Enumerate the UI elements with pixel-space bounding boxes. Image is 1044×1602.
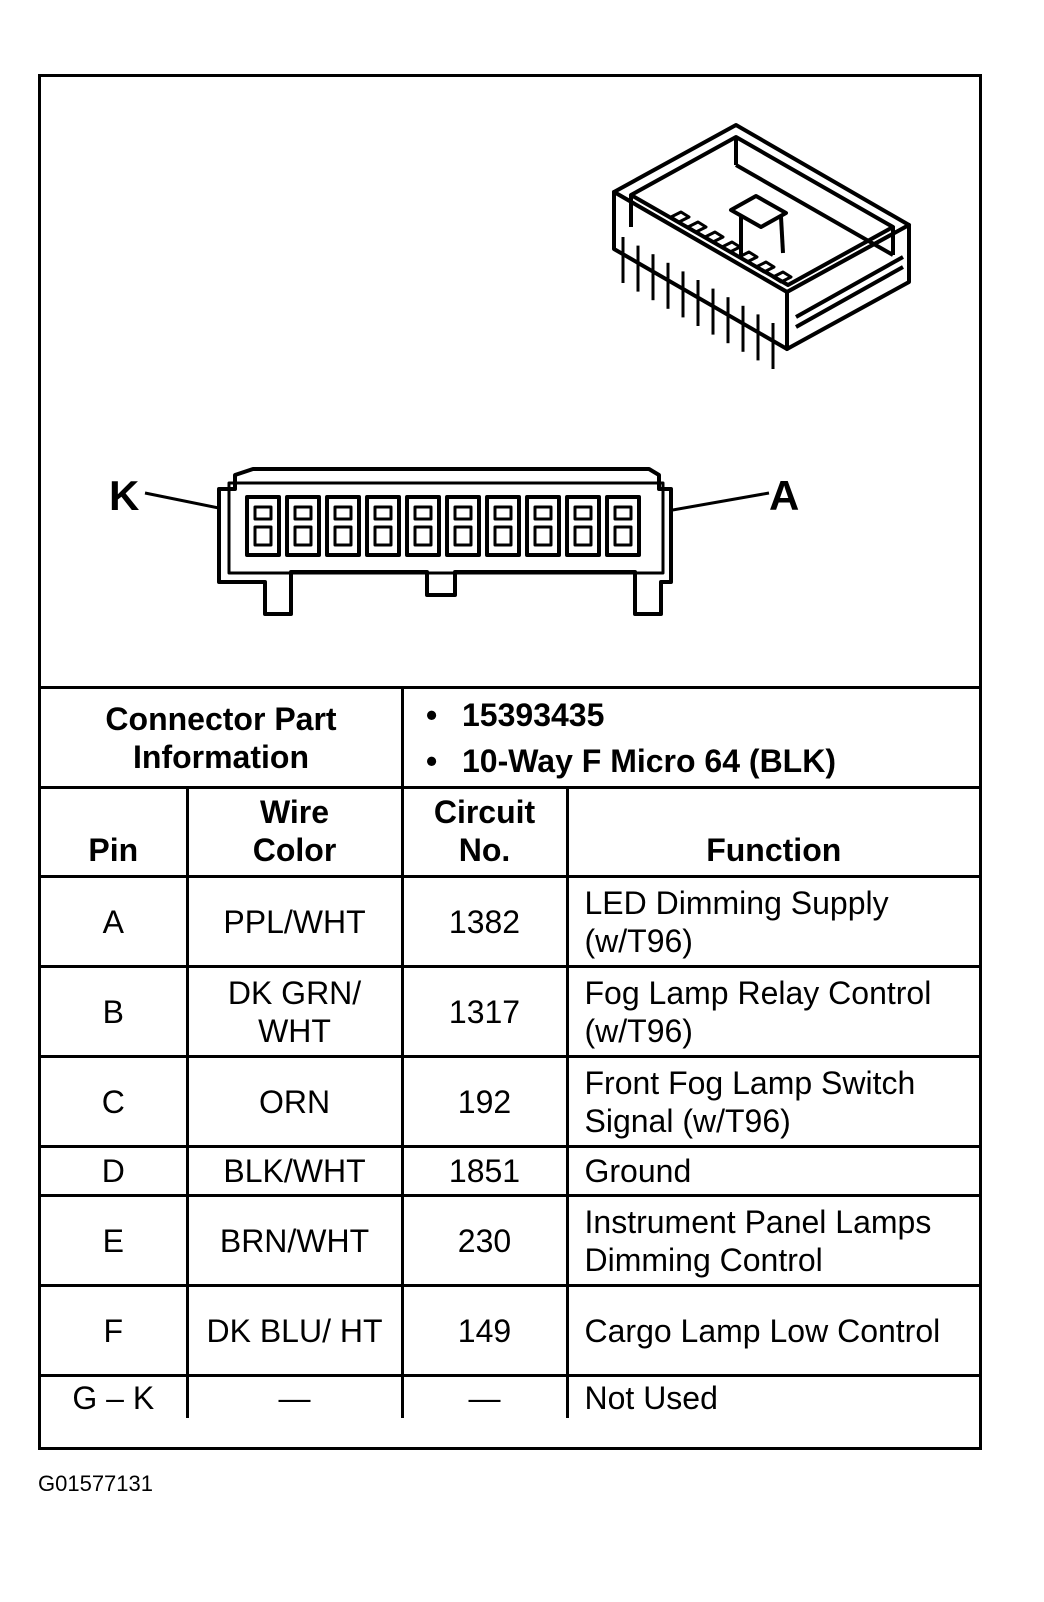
header-circuit-no: Circuit No. <box>400 786 569 878</box>
circuit-cell: 192 <box>400 1055 569 1148</box>
connector-figure: K A <box>41 77 979 689</box>
pin-cell: F <box>41 1284 189 1377</box>
connector-part-info: Connector Part Information 15393435 10-W… <box>41 686 979 786</box>
circuit-cell: 230 <box>400 1194 569 1287</box>
header-function: Function <box>565 786 979 878</box>
circuit-cell: 1851 <box>400 1145 569 1197</box>
pin-cell: E <box>41 1194 189 1287</box>
diagram-frame: K A Connector Part Information 15393435 … <box>38 74 982 1450</box>
pin-cell: B <box>41 965 189 1058</box>
wire-color-cell: DK GRN/ WHT <box>185 965 404 1058</box>
wire-color-cell: BLK/WHT <box>185 1145 404 1197</box>
isometric-slot <box>771 270 793 284</box>
front-cavity-terminal <box>613 505 633 547</box>
isometric-slot <box>720 240 742 254</box>
front-cavity-terminal <box>373 505 393 547</box>
figure-id: G01577131 <box>38 1471 153 1496</box>
connector-part-details: 15393435 10-Way F Micro 64 (BLK) <box>404 692 979 784</box>
isometric-slot <box>754 260 776 274</box>
connector-isometric-view <box>612 123 911 369</box>
isometric-slot <box>737 250 759 264</box>
circuit-cell: — <box>400 1374 569 1418</box>
function-cell: Fog Lamp Relay Control (w/T96) <box>565 965 979 1058</box>
header-wire-color: Wire Color <box>185 786 404 878</box>
front-cavity-terminal <box>413 505 433 547</box>
function-cell: LED Dimming Supply (w/T96) <box>565 875 979 968</box>
wire-color-cell: — <box>185 1374 404 1418</box>
pin-cell: D <box>41 1145 189 1197</box>
connector-front-view <box>217 467 673 616</box>
wire-color-cell: BRN/WHT <box>185 1194 404 1287</box>
circuit-cell: 1317 <box>400 965 569 1058</box>
part-number: 15393435 <box>426 692 979 738</box>
pin-a-label: A <box>769 472 800 519</box>
pin-k-label: K <box>109 472 140 519</box>
function-cell: Ground <box>565 1145 979 1197</box>
circuit-cell: 1382 <box>400 875 569 968</box>
isometric-slot <box>703 230 725 244</box>
front-cavity-terminal <box>293 505 313 547</box>
front-cavity-terminal <box>333 505 353 547</box>
pin-cell: C <box>41 1055 189 1148</box>
isometric-side-ribs <box>621 237 775 369</box>
function-cell: Not Used <box>565 1374 979 1418</box>
function-cell: Instrument Panel Lamps Dimming Control <box>565 1194 979 1287</box>
isometric-slot <box>669 210 691 224</box>
connector-part-label: Connector Part Information <box>41 686 404 786</box>
front-cavity-terminal <box>573 505 593 547</box>
wire-color-cell: DK BLU/ HT <box>185 1284 404 1377</box>
circuit-cell: 149 <box>400 1284 569 1377</box>
table-row: G – K——Not Used <box>41 1374 979 1418</box>
isometric-slot <box>686 220 708 234</box>
wire-color-cell: ORN <box>185 1055 404 1148</box>
front-cavity-terminal <box>493 505 513 547</box>
function-cell: Cargo Lamp Low Control <box>565 1284 979 1377</box>
front-cavity-terminal <box>453 505 473 547</box>
wire-color-cell: PPL/WHT <box>185 875 404 968</box>
front-cavity-terminal <box>533 505 553 547</box>
front-cavity-terminal <box>253 505 273 547</box>
pin-cell: A <box>41 875 189 968</box>
connector-drawing <box>144 123 911 616</box>
connector-description: 10-Way F Micro 64 (BLK) <box>426 738 979 784</box>
front-view-cavities <box>245 495 641 557</box>
pin-cell: G – K <box>41 1374 189 1418</box>
function-cell: Front Fog Lamp Switch Signal (w/T96) <box>565 1055 979 1148</box>
header-pin: Pin <box>41 786 189 878</box>
isometric-pin-slots <box>669 210 793 284</box>
